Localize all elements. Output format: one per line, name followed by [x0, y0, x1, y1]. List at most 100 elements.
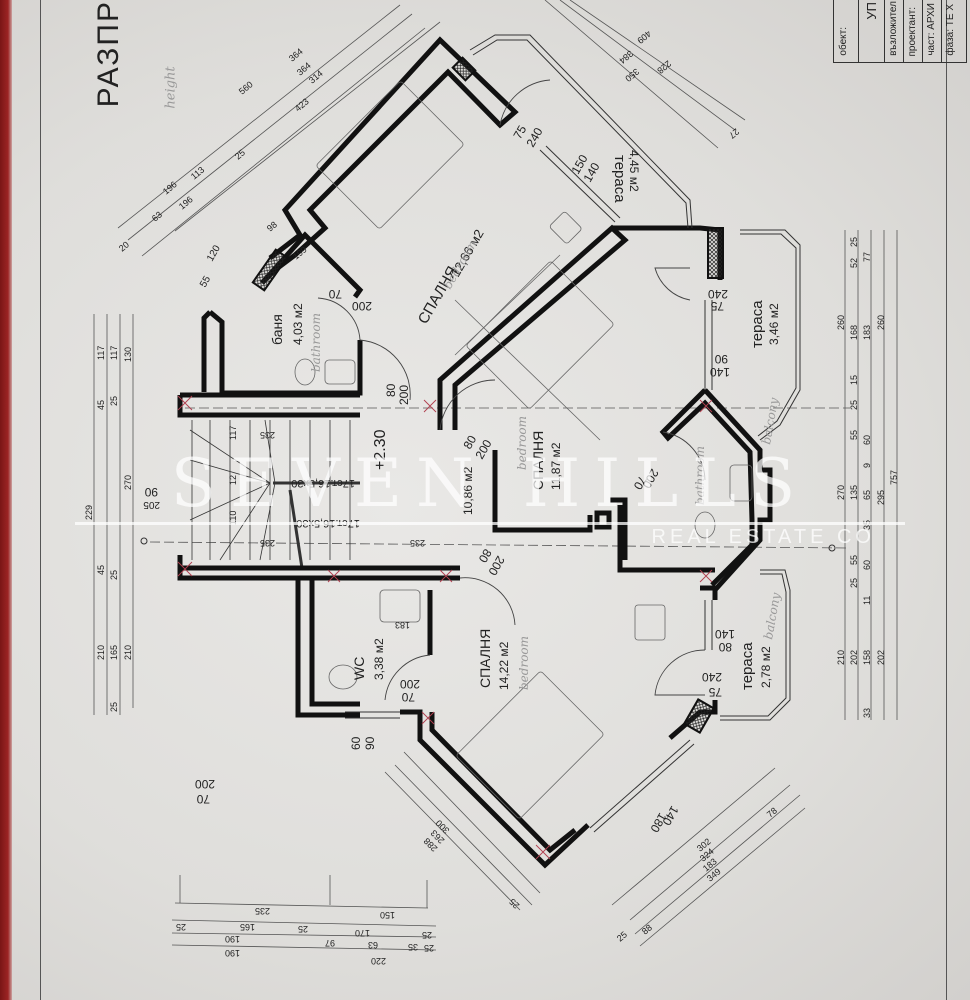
svg-text:52: 52 [849, 258, 859, 268]
svg-text:409: 409 [635, 28, 653, 45]
axis-marker [828, 544, 836, 552]
svg-text:183: 183 [862, 325, 872, 340]
svg-text:384: 384 [617, 48, 635, 65]
svg-text:235: 235 [410, 538, 425, 548]
note-terrace-2: balcony [759, 396, 781, 445]
svg-text:314: 314 [307, 68, 325, 85]
svg-text:35: 35 [862, 520, 872, 530]
room-area-terrace-1: 4,45 м2 [627, 150, 641, 192]
svg-text:78: 78 [765, 805, 779, 819]
svg-text:25: 25 [109, 396, 119, 406]
svg-text:423: 423 [293, 96, 311, 113]
dimension-lines [93, 0, 898, 951]
svg-text:77: 77 [862, 252, 872, 262]
room-area-bedroom-2: 11,87 м2 [549, 442, 563, 490]
svg-text:25: 25 [424, 943, 434, 953]
svg-text:240: 240 [708, 287, 728, 301]
svg-text:60: 60 [349, 736, 363, 750]
drawing-sheet [12, 0, 970, 1000]
svg-text:117: 117 [109, 346, 119, 360]
svg-text:260: 260 [876, 315, 886, 330]
svg-text:75: 75 [710, 299, 724, 313]
svg-text:25: 25 [849, 237, 859, 247]
walls [177, 36, 773, 869]
svg-text:25: 25 [849, 400, 859, 410]
svg-text:117: 117 [96, 346, 106, 360]
svg-text:45: 45 [96, 400, 106, 410]
svg-text:55: 55 [849, 430, 859, 440]
svg-text:80: 80 [718, 640, 732, 654]
svg-text:150: 150 [380, 910, 395, 920]
svg-text:15: 15 [849, 375, 859, 385]
svg-text:165: 165 [240, 922, 255, 932]
svg-text:11: 11 [862, 596, 872, 605]
svg-text:117: 117 [228, 426, 238, 440]
svg-text:27: 27 [727, 126, 741, 140]
svg-text:70: 70 [631, 474, 650, 493]
room-name-bedroom-3: СПАЛНЯ [477, 629, 493, 688]
svg-text:25: 25 [233, 147, 247, 161]
structural-column-marks [177, 395, 713, 860]
svg-text:35: 35 [408, 942, 418, 952]
svg-text:25: 25 [176, 922, 186, 932]
room-name-terrace-3: тераса [739, 642, 756, 690]
svg-text:60: 60 [862, 435, 872, 445]
room-name-terrace-1: тераса [611, 155, 628, 203]
svg-text:70: 70 [401, 690, 415, 704]
dimension-numbers-top-left: 560 364 364 314 423 196 113 25 63 196 20… [117, 46, 325, 261]
note-bathroom-2: bathroom [693, 446, 707, 505]
svg-text:757: 757 [889, 470, 899, 485]
svg-text:270: 270 [123, 475, 133, 490]
svg-text:55: 55 [198, 274, 213, 290]
svg-text:135: 135 [849, 485, 859, 500]
svg-text:235: 235 [260, 538, 275, 548]
svg-text:25: 25 [422, 930, 432, 940]
svg-text:210: 210 [96, 645, 106, 660]
svg-text:75: 75 [708, 685, 722, 699]
svg-text:+2.30: +2.30 [372, 429, 389, 470]
svg-text:98: 98 [265, 219, 279, 233]
terrace-outlines [345, 34, 801, 833]
svg-text:75: 75 [510, 123, 529, 142]
furniture [294, 81, 753, 819]
svg-text:60: 60 [862, 560, 872, 570]
svg-text:25: 25 [615, 929, 629, 943]
svg-text:196: 196 [177, 194, 195, 211]
svg-text:80: 80 [476, 547, 495, 566]
svg-text:12: 12 [228, 475, 238, 485]
svg-text:295: 295 [876, 490, 886, 505]
svg-text:33: 33 [862, 708, 872, 718]
note-bathroom-1: bathroom [309, 313, 323, 372]
axis-marker [140, 537, 148, 545]
room-area-bathroom-1: 4,03 м2 [291, 303, 305, 345]
room-name-wc: WC [351, 657, 367, 680]
svg-text:210: 210 [123, 645, 133, 660]
note-terrace-3: balcony [761, 591, 783, 640]
svg-text:17ст.16,5х30: 17ст.16,5х30 [296, 517, 360, 529]
svg-text:200: 200 [352, 299, 372, 313]
room-area-bedroom-3: 14,22 м2 [497, 641, 511, 690]
note-bedroom-2: bedroom [515, 416, 529, 470]
room-name-bedroom-2-label: СПАЛНЯ [530, 431, 546, 490]
svg-text:70: 70 [328, 287, 342, 301]
svg-text:200: 200 [400, 677, 420, 691]
svg-text:205: 205 [143, 499, 160, 510]
svg-text:560: 560 [237, 79, 255, 96]
door-swings [317, 79, 706, 701]
svg-text:140: 140 [710, 365, 730, 379]
svg-text:25: 25 [109, 702, 119, 712]
sheet-frame [40, 0, 947, 1000]
svg-text:140: 140 [715, 627, 735, 641]
svg-text:229: 229 [84, 505, 94, 520]
svg-text:235: 235 [260, 430, 275, 440]
svg-text:90: 90 [363, 736, 377, 750]
svg-text:45: 45 [96, 565, 106, 575]
room-area-terrace-3: 2,78 м2 [759, 646, 773, 688]
room-area-terrace-2: 3,46 м2 [767, 303, 781, 345]
svg-text:364: 364 [287, 46, 305, 63]
dimension-numbers-bottom-left: 235 150 25 165 25 170 25 190 97 63 35 25… [176, 906, 434, 966]
svg-text:9: 9 [862, 463, 872, 468]
svg-text:97: 97 [325, 938, 335, 948]
svg-text:70: 70 [196, 792, 210, 806]
